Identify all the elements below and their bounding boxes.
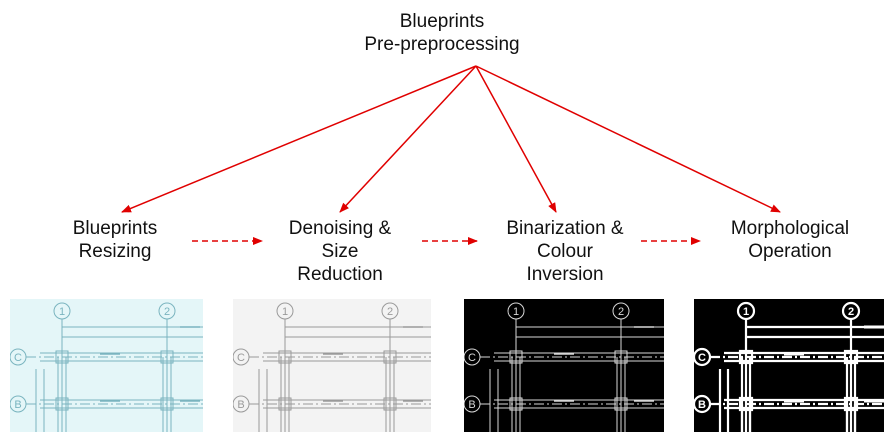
svg-text:1: 1 [743, 306, 749, 318]
step-2-line2: Size [321, 241, 359, 262]
step-4-line1: Morphological [730, 218, 850, 239]
arrow-root-to-binarization [475, 65, 557, 213]
step-binarization-label: Binarization & Colour Inversion [480, 217, 650, 286]
step-2-line1: Denoising & [288, 218, 392, 239]
step-morphological-label: Morphological Operation [700, 217, 880, 263]
arrow-root-to-morphological [475, 65, 781, 213]
arrow-root-to-denoising [339, 65, 477, 213]
blueprint-drawing: 1 2C B [233, 302, 431, 432]
svg-text:1: 1 [59, 306, 65, 318]
svg-text:2: 2 [618, 306, 624, 318]
svg-text:B: B [14, 399, 21, 411]
root-label-line2: Pre-preprocessing [364, 34, 520, 55]
svg-text:B: B [698, 399, 706, 411]
step-denoising-label: Denoising & Size Reduction [265, 217, 415, 286]
svg-text:2: 2 [387, 306, 393, 318]
step-1-line2: Resizing [78, 241, 152, 262]
svg-text:1: 1 [513, 306, 519, 318]
step-3-line3: Inversion [526, 264, 604, 285]
step-3-line1: Binarization & [506, 218, 624, 239]
svg-text:2: 2 [164, 306, 170, 318]
svg-text:C: C [14, 352, 22, 364]
step-2-line3: Reduction [297, 264, 383, 285]
blueprint-drawing: 1 2C B [464, 302, 664, 432]
root-node-label: Blueprints Pre-preprocessing [352, 10, 532, 56]
svg-text:C: C [468, 352, 476, 364]
arrows-layer [121, 65, 781, 245]
step-resizing-label: Blueprints Resizing [40, 217, 190, 263]
svg-text:B: B [468, 399, 475, 411]
step-1-line1: Blueprints [72, 218, 158, 239]
step-4-line2: Operation [748, 241, 832, 262]
blueprint-drawing: 1 2C B [10, 302, 203, 432]
svg-text:C: C [237, 352, 245, 364]
svg-text:2: 2 [848, 306, 854, 318]
blueprint-drawing: 1 2C B [694, 301, 884, 432]
root-label-line1: Blueprints [399, 11, 485, 32]
svg-text:C: C [698, 352, 706, 364]
step-3-line2: Colour [537, 241, 593, 262]
svg-text:B: B [237, 399, 244, 411]
arrow-root-to-resizing [121, 65, 477, 213]
svg-text:1: 1 [282, 306, 288, 318]
